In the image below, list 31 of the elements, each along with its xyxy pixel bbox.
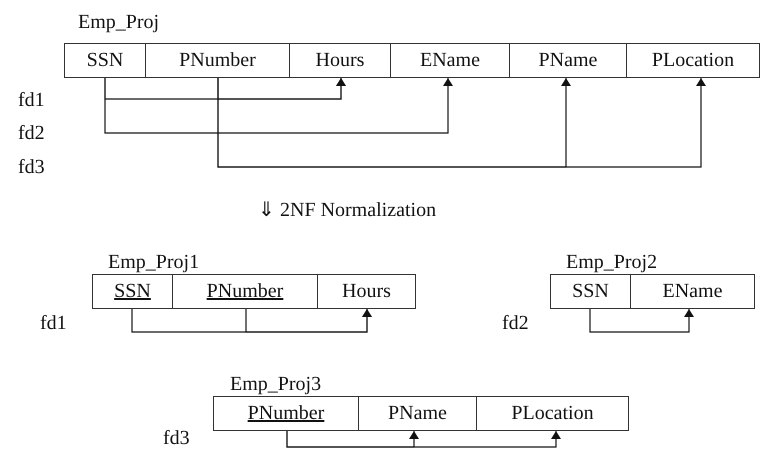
table-name: Emp_Proj1	[108, 250, 200, 274]
attribute-cell: EName	[390, 43, 510, 78]
dependency-arrow	[286, 431, 561, 448]
attribute-cell: PNumber	[145, 43, 290, 78]
dependency-arrow	[245, 309, 372, 333]
key-attribute-cell: SSN	[92, 274, 173, 309]
dependency-arrow	[217, 78, 346, 100]
table-name: Emp_Proj2	[566, 250, 658, 274]
dependency-label: fd2	[18, 121, 45, 145]
table-name: Emp_Proj3	[230, 372, 322, 396]
attribute-cell: SSN	[550, 274, 631, 309]
attribute-cell: Hours	[289, 43, 391, 78]
attribute-cell: PName	[358, 396, 477, 431]
attribute-cell: PName	[509, 43, 627, 78]
attribute-cell: PLocation	[476, 396, 629, 431]
key-attribute-cell: PNumber	[213, 396, 359, 431]
step-label: ⇓ 2NF Normalization	[258, 198, 436, 222]
dependency-label: fd3	[18, 155, 45, 179]
dependency-label: fd3	[163, 426, 190, 450]
attribute-cell: SSN	[64, 43, 146, 78]
key-attribute-cell: PNumber	[172, 274, 318, 309]
dependency-arrow	[589, 309, 694, 333]
dependency-label: fd2	[502, 311, 529, 335]
dependency-label: fd1	[40, 311, 67, 335]
dependency-arrow	[104, 78, 453, 134]
attribute-cell: EName	[630, 274, 755, 309]
attribute-cell: PLocation	[626, 43, 760, 78]
dependency-label: fd1	[18, 88, 45, 112]
attribute-cell: Hours	[317, 274, 416, 309]
table-name: Emp_Proj	[78, 10, 160, 34]
dependency-arrow	[217, 78, 706, 168]
